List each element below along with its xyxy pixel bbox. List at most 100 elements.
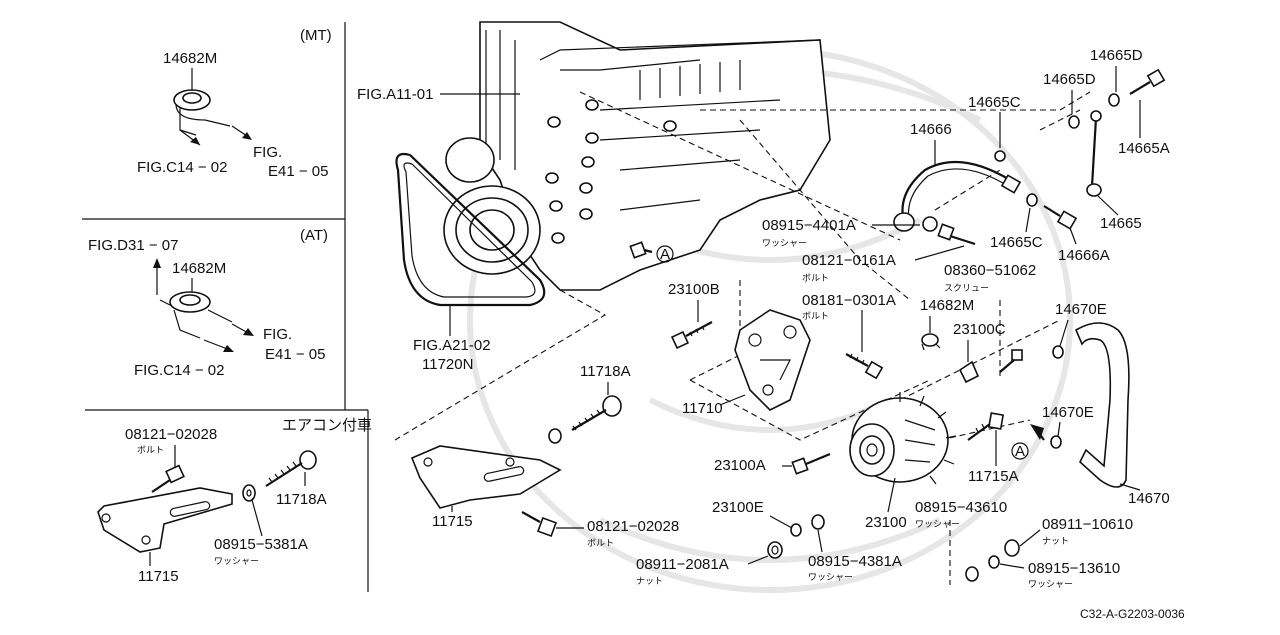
hose-14670[interactable]: [1074, 322, 1130, 488]
bolt-11715a[interactable]: [967, 412, 1005, 441]
mt-fig-c14[interactable]: FIG.C14 − 02: [137, 159, 227, 176]
at-fig-e41-b[interactable]: E41 − 05: [265, 346, 325, 363]
p23100c-label[interactable]: 23100C: [953, 321, 1006, 338]
n10610-label[interactable]: 08911−10610: [1042, 516, 1133, 533]
bolt-23100b[interactable]: [670, 321, 713, 350]
b0301-jp: ボルト: [802, 311, 829, 322]
at-part-label[interactable]: 14682M: [172, 260, 226, 277]
bolt-08121-02028[interactable]: [521, 511, 557, 537]
nut-08911-2081a[interactable]: [767, 541, 783, 559]
part-23100c[interactable]: [958, 360, 980, 384]
mt-part-label[interactable]: 14682M: [163, 50, 217, 67]
p14665-label[interactable]: 14665: [1100, 215, 1142, 232]
p14670-label[interactable]: 14670: [1128, 490, 1170, 507]
aircon-panel: エアコン付車 08121−02028 ボルト 11718A 08915−5381…: [97, 417, 372, 585]
w4401-label[interactable]: 08915−4401A: [762, 217, 856, 234]
p14682m-label[interactable]: 14682M: [920, 297, 974, 314]
hose-pipe-14666[interactable]: [893, 160, 1022, 232]
link-rod-14665[interactable]: [1086, 110, 1102, 197]
belt-label[interactable]: 11720N: [422, 356, 473, 373]
bracket-11715[interactable]: [410, 445, 562, 509]
w43610-jp: ワッシャー: [915, 520, 960, 530]
bolt-14666a[interactable]: [1043, 205, 1078, 230]
washer-23100e[interactable]: [790, 523, 802, 537]
p14670e-top-label[interactable]: 14670E: [1055, 301, 1107, 318]
s51062-jp: スクリュー: [944, 283, 989, 294]
w4381-label[interactable]: 08915−4381A: [808, 553, 902, 570]
p14665c-mid-label[interactable]: 14665C: [990, 234, 1043, 251]
p11710-label[interactable]: 11710: [682, 400, 723, 417]
ac-bolt2-label[interactable]: 11718A: [276, 491, 327, 508]
washer-08915-4381a[interactable]: [811, 514, 825, 530]
w13610-jp: ワッシャー: [1028, 580, 1073, 590]
washer-14665c[interactable]: [994, 150, 1006, 162]
b02028-label[interactable]: 08121−02028: [587, 518, 679, 535]
ac-bracket-label[interactable]: 11715: [138, 568, 179, 585]
ac-washer-label[interactable]: 08915−5381A: [214, 536, 308, 553]
p14665d-b-label[interactable]: 14665D: [1043, 71, 1096, 88]
clamp-14670e[interactable]: [1052, 345, 1064, 359]
engine-block[interactable]: [443, 21, 831, 291]
s51062-label[interactable]: 08360−51062: [944, 262, 1036, 279]
at-fig-d31[interactable]: FIG.D31 − 07: [88, 237, 178, 254]
bolt-08121-0161a[interactable]: [937, 223, 976, 246]
w43610-label[interactable]: 08915−43610: [915, 499, 1007, 516]
bolt-23100a[interactable]: [791, 452, 831, 475]
marker-a-circle: [656, 245, 674, 263]
p14665c-top-label[interactable]: 14665C: [968, 94, 1021, 111]
p14665a-label[interactable]: 14665A: [1118, 140, 1170, 157]
p14670e-mid-label[interactable]: 14670E: [1042, 404, 1094, 421]
b0161-label[interactable]: 08121−0161A: [802, 252, 896, 269]
bolt-11718a[interactable]: [571, 395, 622, 431]
p23100b-label[interactable]: 23100B: [668, 281, 720, 298]
alternator-23100[interactable]: [849, 392, 957, 485]
at-fig-e41-a[interactable]: FIG.: [263, 326, 292, 343]
p11715-label[interactable]: 11715: [432, 513, 473, 530]
at-panel: (AT) FIG.D31 − 07 14682M FIG. E41 − 05 F…: [88, 227, 328, 379]
n2081-jp: ナット: [636, 576, 663, 587]
b0161-jp: ボルト: [802, 273, 829, 284]
ac-bracket[interactable]: [97, 487, 233, 553]
p14665d-a-label[interactable]: 14665D: [1090, 47, 1143, 64]
p11718a-label[interactable]: 11718A: [580, 363, 631, 380]
mt-fig-e41-b[interactable]: E41 − 05: [268, 163, 328, 180]
b0301-label[interactable]: 08181−0301A: [802, 292, 896, 309]
ac-bolt[interactable]: [151, 464, 185, 493]
p14666a-label[interactable]: 14666A: [1058, 247, 1110, 264]
ac-washer[interactable]: [242, 484, 256, 502]
mt-union-fitting[interactable]: [173, 89, 231, 136]
n10610-jp: ナット: [1042, 536, 1069, 547]
fig-a11-label[interactable]: FIG.A11-01: [357, 86, 433, 103]
bracket-11710[interactable]: [734, 309, 811, 411]
mt-fig-e41-a[interactable]: FIG.: [253, 144, 282, 161]
at-union-fitting[interactable]: [159, 291, 233, 339]
at-fig-c14[interactable]: FIG.C14 − 02: [134, 362, 224, 379]
n2081-label[interactable]: 08911−2081A: [636, 556, 729, 573]
ac-long-bolt[interactable]: [265, 450, 317, 487]
nut-08911-10610[interactable]: [1004, 539, 1020, 557]
bolt-08181-0301a[interactable]: [845, 353, 884, 380]
washer-14665c-b[interactable]: [1026, 193, 1038, 207]
p14666-label[interactable]: 14666: [910, 121, 952, 138]
fitting-14682m[interactable]: [921, 333, 941, 351]
ac-bolt-label[interactable]: 08121−02028: [125, 426, 217, 443]
washer-08915-13610[interactable]: [988, 555, 1000, 569]
at-tag: (AT): [300, 227, 328, 244]
screw-08360-51062[interactable]: [999, 349, 1023, 373]
w13610-label[interactable]: 08915−13610: [1028, 560, 1120, 577]
b02028-jp: ボルト: [587, 538, 614, 549]
p23100-label[interactable]: 23100: [865, 514, 907, 531]
bolt-14665a[interactable]: [1129, 68, 1166, 95]
bolt-marker-a[interactable]: [629, 241, 653, 259]
p23100e-label[interactable]: 23100E: [712, 499, 764, 516]
p23100a-label[interactable]: 23100A: [714, 457, 766, 474]
washer-14665d[interactable]: [1108, 93, 1120, 107]
washer-08915-4401a[interactable]: [922, 216, 938, 232]
washer-11718a[interactable]: [548, 428, 562, 444]
p11715a-label[interactable]: 11715A: [968, 468, 1019, 485]
clamp-14670e-b[interactable]: [1050, 435, 1062, 449]
drive-belt[interactable]: [395, 152, 546, 307]
washer-14665d-b[interactable]: [1068, 115, 1080, 129]
washer-08915-43610[interactable]: [965, 566, 979, 582]
fig-a21-label[interactable]: FIG.A21-02: [413, 337, 491, 354]
